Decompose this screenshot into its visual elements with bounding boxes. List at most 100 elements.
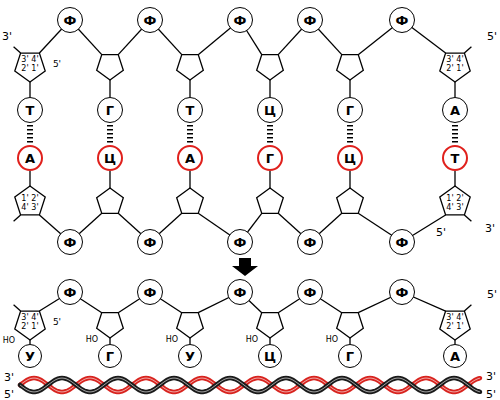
base-letter: Ц xyxy=(344,152,356,165)
position-label: 4' xyxy=(446,204,453,212)
phosphate-circle: Ф xyxy=(137,229,163,255)
phosphate-circle: Ф xyxy=(389,229,415,255)
sugar-pentagon xyxy=(177,55,204,80)
phosphate-circle: Ф xyxy=(297,7,323,33)
transcription-arrow xyxy=(232,258,258,276)
base-letter: Ф xyxy=(304,14,317,27)
base-letter: Г xyxy=(266,152,274,165)
position-label: 3' xyxy=(2,31,12,42)
backbone-stub xyxy=(14,47,21,53)
base-letter: Г xyxy=(106,104,114,117)
base-letter: А xyxy=(450,104,460,117)
glycosidic-bond xyxy=(189,171,190,188)
sugar-pentagon xyxy=(257,313,284,338)
position-label: 4' xyxy=(31,314,38,322)
position-label: 5' xyxy=(487,289,497,300)
position-label: 5' xyxy=(4,389,14,400)
rna-base-circle: Ц xyxy=(258,344,282,368)
sugar-pentagon xyxy=(15,311,45,340)
base-letter: А xyxy=(185,152,195,165)
position-label: 2' xyxy=(446,323,453,331)
complementary-base-circle: А xyxy=(177,145,203,171)
rna-base-circle: Г xyxy=(98,344,122,368)
position-label: HO xyxy=(326,336,338,344)
hydrogen-bond xyxy=(27,125,33,143)
position-label: 3' xyxy=(485,223,495,234)
base-letter: Ф xyxy=(234,286,247,299)
position-label: 3' xyxy=(21,56,28,64)
position-label: 2' xyxy=(446,65,453,73)
position-label: 5' xyxy=(436,227,446,238)
phosphate-circle: Ф xyxy=(137,279,163,305)
rna-base-circle: Г xyxy=(338,344,362,368)
sugar-pentagon xyxy=(440,311,470,340)
base-letter: А xyxy=(25,152,35,165)
phosphate-circle: Ф xyxy=(57,229,83,255)
position-label: 5' xyxy=(487,31,497,42)
base-letter: Ф xyxy=(396,286,409,299)
position-label: 1' xyxy=(456,323,463,331)
red-strand xyxy=(20,378,480,392)
base-letter: Ф xyxy=(234,236,247,249)
base-letter: Т xyxy=(26,104,35,117)
glycosidic-bond xyxy=(349,80,350,97)
position-label: 2' xyxy=(31,195,38,203)
complementary-base-circle: Т xyxy=(442,145,468,171)
hydrogen-bond xyxy=(107,125,113,143)
phosphate-circle: Ф xyxy=(227,279,253,305)
sugar-pentagon xyxy=(15,186,45,215)
base-letter: Ф xyxy=(144,14,157,27)
phosphate-circle: Ф xyxy=(57,7,83,33)
position-label: 1' xyxy=(31,323,38,331)
sugar-pentagon xyxy=(440,53,470,82)
phosphate-circle: Ф xyxy=(227,7,253,33)
complementary-base-circle: Г xyxy=(257,145,283,171)
position-label: 4' xyxy=(456,314,463,322)
base-letter: Т xyxy=(186,104,195,117)
hydrogen-bond xyxy=(187,125,193,143)
base-letter: У xyxy=(185,350,195,363)
base-circle: Т xyxy=(17,97,43,123)
red-strand-highlight xyxy=(20,378,480,392)
sugar-pentagon xyxy=(337,188,364,213)
base-circle: Ц xyxy=(257,97,283,123)
position-label: 3' xyxy=(31,204,38,212)
position-label: 3' xyxy=(21,314,28,322)
base-letter: Ц xyxy=(264,104,276,117)
sugar-pentagon xyxy=(177,188,204,213)
glycosidic-bond xyxy=(29,171,30,186)
rna-base-circle: У xyxy=(178,344,202,368)
complementary-base-circle: Ц xyxy=(97,145,123,171)
sugar-pentagon xyxy=(15,53,45,82)
sugar-pentagon xyxy=(337,313,364,338)
position-label: 2' xyxy=(21,65,28,73)
sugar-pentagon xyxy=(257,188,284,213)
base-letter: Ф xyxy=(396,236,409,249)
phosphate-circle: Ф xyxy=(389,279,415,305)
position-label: 4' xyxy=(21,204,28,212)
sugar-pentagon xyxy=(97,55,124,80)
rna-base-circle: А xyxy=(443,344,467,368)
phosphate-circle: Ф xyxy=(389,7,415,33)
position-label: 3' xyxy=(486,371,496,382)
black-strand-highlight xyxy=(20,378,480,392)
base-letter: Ф xyxy=(234,14,247,27)
base-letter: Г xyxy=(346,104,354,117)
glycosidic-bond xyxy=(109,171,110,188)
glycosidic-bond xyxy=(349,171,350,188)
position-label: 5' xyxy=(486,389,496,400)
glycosidic-bond xyxy=(269,80,270,97)
glycosidic-bond xyxy=(189,80,190,97)
position-label: 4' xyxy=(31,56,38,64)
base-circle: Г xyxy=(337,97,363,123)
sugar-pentagon xyxy=(440,186,470,215)
position-label: HO xyxy=(166,336,178,344)
base-circle: Т xyxy=(177,97,203,123)
base-letter: Ф xyxy=(304,236,317,249)
base-letter: Т xyxy=(451,152,460,165)
position-label: HO xyxy=(246,336,258,344)
backbone-stub xyxy=(14,215,21,221)
phosphate-circle: Ф xyxy=(297,279,323,305)
position-label: 3' xyxy=(446,314,453,322)
